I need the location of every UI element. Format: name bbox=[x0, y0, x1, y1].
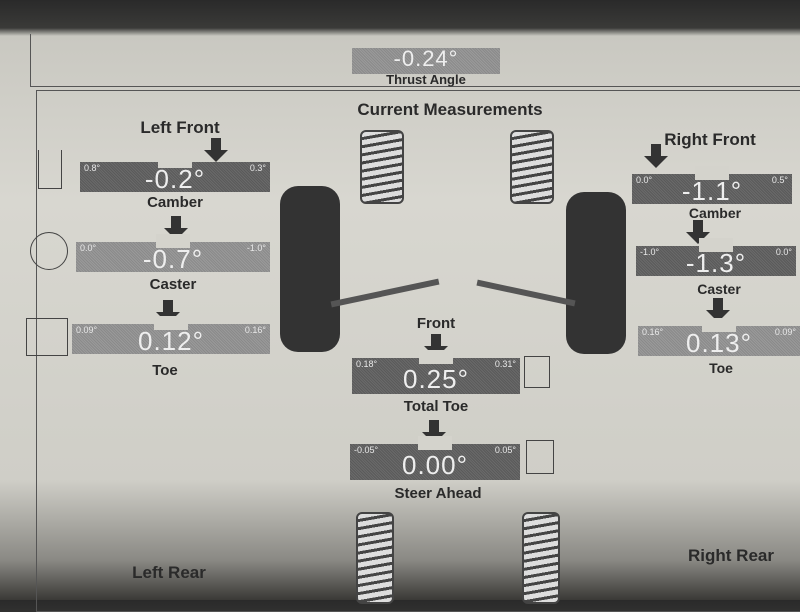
left-rear-spring bbox=[356, 512, 394, 604]
right-front-title: Right Front bbox=[664, 130, 756, 149]
thrust-angle-gauge: -0.24° bbox=[352, 44, 500, 74]
lf-caster-value: -0.7° bbox=[142, 244, 204, 274]
camber-icon bbox=[38, 150, 62, 189]
steer-ahead-icon bbox=[526, 440, 554, 474]
total-toe-icon bbox=[524, 356, 550, 388]
total-toe-gauge: 0.18° 0.31° 0.25° bbox=[352, 350, 520, 394]
thrust-angle-value: -0.24° bbox=[393, 46, 459, 71]
rf-caster-max: 0.0° bbox=[775, 247, 792, 257]
lf-caster-min: 0.0° bbox=[80, 243, 97, 253]
rf-camber-min: 0.0° bbox=[636, 175, 653, 185]
lf-camber-max: 0.3° bbox=[249, 163, 266, 173]
thrust-angle-label: Thrust Angle bbox=[386, 72, 466, 87]
rf-camber-value: -1.1° bbox=[681, 176, 743, 206]
right-rear-spring bbox=[522, 512, 560, 604]
lf-camber-min: 0.8° bbox=[84, 163, 101, 173]
lf-toe-label: Toe bbox=[152, 362, 178, 379]
lf-camber-label: Camber bbox=[147, 194, 203, 211]
steer-ahead-value: 0.00° bbox=[401, 450, 468, 480]
steer-ahead-max: 0.05° bbox=[494, 445, 516, 455]
steer-ahead-min: -0.05° bbox=[354, 445, 379, 455]
front-label: Front bbox=[416, 315, 456, 332]
lf-camber-arrow bbox=[204, 138, 228, 162]
thrust-section bbox=[30, 34, 800, 87]
lf-caster-label: Caster bbox=[149, 276, 197, 293]
right-strut-illustration bbox=[510, 130, 554, 204]
lf-toe-gauge: 0.09° 0.16° 0.12° bbox=[72, 316, 270, 354]
rf-camber-gauge: 0.0° 0.5° -1.1° bbox=[632, 166, 792, 204]
page-title: Current Measurements bbox=[357, 100, 543, 119]
rf-toe-min: 0.16° bbox=[642, 327, 664, 337]
rf-camber-max: 0.5° bbox=[771, 175, 788, 185]
left-wheel-illustration bbox=[280, 186, 340, 352]
toe-icon bbox=[26, 318, 68, 356]
lf-toe-min: 0.09° bbox=[76, 325, 98, 335]
caster-icon bbox=[30, 232, 68, 270]
lf-toe-value: 0.12° bbox=[137, 326, 204, 356]
left-strut-illustration bbox=[360, 130, 404, 204]
lf-caster-max: -1.0° bbox=[246, 243, 266, 253]
left-front-title: Left Front bbox=[140, 118, 220, 137]
rf-caster-gauge: -1.0° 0.0° -1.3° bbox=[636, 238, 796, 276]
rf-toe-label: Toe bbox=[709, 360, 733, 376]
lf-caster-gauge: 0.0° -1.0° -0.7° bbox=[76, 234, 270, 272]
steer-ahead-gauge: -0.05° 0.05° 0.00° bbox=[350, 436, 520, 480]
lf-toe-max: 0.16° bbox=[244, 325, 266, 335]
total-toe-value: 0.25° bbox=[402, 364, 469, 394]
right-rear-title: Right Rear bbox=[688, 546, 774, 565]
right-wheel-illustration bbox=[566, 192, 626, 354]
total-toe-label: Total Toe bbox=[403, 398, 469, 415]
lf-camber-value: -0.2° bbox=[144, 164, 206, 194]
rf-caster-value: -1.3° bbox=[685, 248, 747, 278]
rf-toe-gauge: 0.16° 0.09° 0.13° bbox=[638, 318, 800, 356]
rf-camber-arrow bbox=[644, 144, 668, 168]
steer-ahead-label: Steer Ahead bbox=[394, 485, 482, 502]
rf-caster-label: Caster bbox=[697, 281, 741, 297]
rf-camber-label: Camber bbox=[688, 205, 742, 221]
lf-camber-gauge: 0.8° 0.3° -0.2° bbox=[80, 154, 270, 192]
rf-caster-min: -1.0° bbox=[640, 247, 660, 257]
total-toe-max: 0.31° bbox=[494, 359, 516, 369]
left-rear-title: Left Rear bbox=[132, 563, 206, 582]
total-toe-min: 0.18° bbox=[356, 359, 378, 369]
rf-toe-value: 0.13° bbox=[685, 328, 752, 358]
rf-toe-max: 0.09° bbox=[774, 327, 796, 337]
